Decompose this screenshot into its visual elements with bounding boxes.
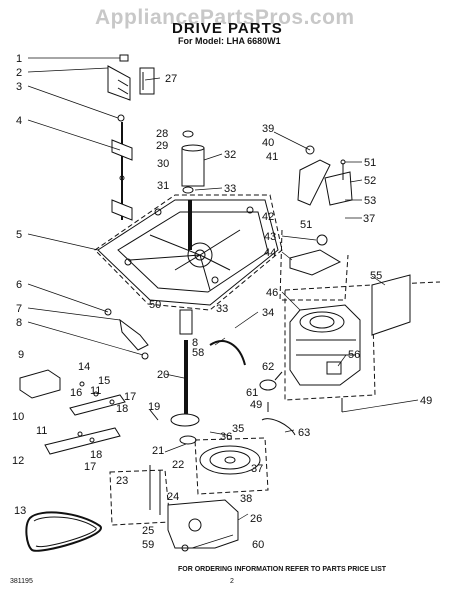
watermark: AppliancePartsPros.com <box>95 6 355 29</box>
callout-20: 20 <box>157 369 169 381</box>
callout-46: 46 <box>266 287 278 299</box>
callout-8-center: 8 <box>192 337 198 349</box>
motor <box>284 281 441 401</box>
callout-28: 28 <box>156 128 168 140</box>
callout-15: 15 <box>98 375 110 387</box>
callout-18-lower: 18 <box>90 449 102 461</box>
drive-belt <box>25 511 102 552</box>
callout-30: 30 <box>157 158 169 170</box>
callout-9: 9 <box>18 349 24 361</box>
callout-51-right: 51 <box>364 157 376 169</box>
linkage-rod-assembly <box>107 54 155 221</box>
brake-parts <box>19 369 159 455</box>
callout-37-lower: 37 <box>251 463 263 475</box>
callout-41: 41 <box>266 151 278 163</box>
callout-49-left: 49 <box>250 399 262 411</box>
callout-63: 63 <box>298 427 310 439</box>
callout-24: 24 <box>167 491 179 503</box>
callout-10: 10 <box>12 411 24 423</box>
callout-34: 34 <box>262 307 274 319</box>
center-shaft <box>179 130 205 420</box>
motor-cover <box>371 274 411 336</box>
document-number: 381195 <box>10 578 33 585</box>
callout-1: 1 <box>16 53 22 65</box>
callout-16: 16 <box>70 387 82 399</box>
capacitor-switch <box>259 361 343 436</box>
callout-43: 43 <box>264 231 276 243</box>
callout-39: 39 <box>262 123 274 135</box>
transmission-assembly <box>109 413 269 552</box>
base-plate <box>94 194 283 311</box>
callout-8: 8 <box>16 317 22 329</box>
callout-53: 53 <box>364 195 376 207</box>
callout-11-right: 11 <box>90 385 101 397</box>
callout-27: 27 <box>165 73 177 85</box>
callout-23: 23 <box>116 475 128 487</box>
callout-12: 12 <box>12 455 24 467</box>
callout-52: 52 <box>364 175 376 187</box>
brake-linkage <box>104 308 246 366</box>
callout-40: 40 <box>262 137 274 149</box>
callout-17-upper: 17 <box>124 391 136 403</box>
page-number: 2 <box>230 578 234 585</box>
callout-25: 25 <box>142 525 154 537</box>
callout-11-left: 11 <box>36 425 47 437</box>
callout-61: 61 <box>246 387 258 399</box>
callout-18-upper: 18 <box>116 403 128 415</box>
callout-4: 4 <box>16 115 22 127</box>
callout-32: 32 <box>224 149 236 161</box>
callout-13: 13 <box>14 505 26 517</box>
callout-44: 44 <box>264 247 276 259</box>
ordering-note: FOR ORDERING INFORMATION REFER TO PARTS … <box>178 566 387 573</box>
callout-22: 22 <box>172 459 184 471</box>
callout-6: 6 <box>16 279 22 291</box>
callout-33-lower: 33 <box>216 303 228 315</box>
leader-lines <box>27 57 419 549</box>
callout-21: 21 <box>152 445 164 457</box>
callout-58: 58 <box>192 347 204 359</box>
callout-2: 2 <box>16 67 22 79</box>
callout-26: 26 <box>250 513 262 525</box>
page-title: DRIVE PARTS <box>172 20 283 37</box>
callout-50: 50 <box>149 299 161 311</box>
callout-7: 7 <box>16 303 22 315</box>
callout-29: 29 <box>156 140 168 152</box>
callout-42: 42 <box>262 211 274 223</box>
callout-35: 35 <box>232 423 244 435</box>
callout-31: 31 <box>157 180 169 192</box>
callout-59: 59 <box>142 539 154 551</box>
callout-3: 3 <box>16 81 22 93</box>
model-subtitle: For Model: LHA 6680W1 <box>178 36 281 46</box>
callout-38: 38 <box>240 493 252 505</box>
callout-33-upper: 33 <box>224 183 236 195</box>
callout-labels: 1 2 3 4 5 6 7 8 9 10 11 11 12 13 14 15 1… <box>12 53 432 551</box>
callout-51-center: 51 <box>300 219 312 231</box>
callout-19: 19 <box>148 401 160 413</box>
callout-62: 62 <box>262 361 274 373</box>
callout-56: 56 <box>348 349 360 361</box>
callout-37-upper: 37 <box>363 213 375 225</box>
callout-5: 5 <box>16 229 22 241</box>
callout-36: 36 <box>220 431 232 443</box>
callout-14: 14 <box>78 361 90 373</box>
callout-49-right: 49 <box>420 395 432 407</box>
callout-60: 60 <box>252 539 264 551</box>
callout-17-lower: 17 <box>84 461 96 473</box>
callout-55: 55 <box>370 270 382 282</box>
motor-bracket-assembly <box>279 145 353 301</box>
